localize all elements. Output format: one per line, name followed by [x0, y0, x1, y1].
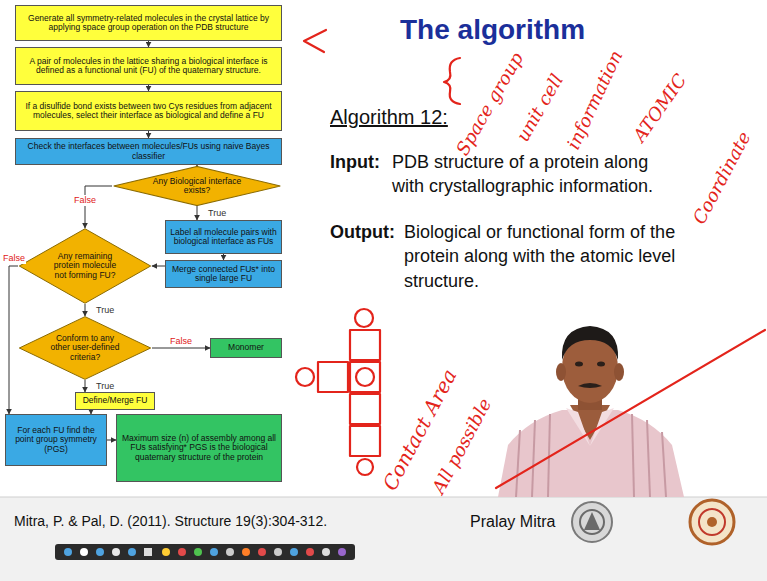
flow-arrow [85, 380, 86, 392]
node-label: For each FU find the point group symmetr… [10, 426, 102, 454]
node-label: Label all molecule pairs with biological… [170, 228, 277, 247]
flow-arrow [85, 304, 86, 316]
node-label: A pair of molecules in the lattice shari… [20, 57, 277, 76]
field-label: Output: [330, 220, 395, 244]
ink-square [350, 330, 380, 360]
node-text: Merge connected FUs* into single large F… [166, 263, 281, 286]
algorithm-heading: Algorithm 12: [330, 104, 448, 131]
ink-circle [355, 309, 373, 327]
node-text: Generate all symmetry-related molecules … [16, 12, 281, 35]
handwritten-note: Coordinate [687, 127, 756, 228]
node-label: Any Biological interface exists? [149, 177, 245, 196]
node-label: Conform to any other user-defined criter… [47, 334, 123, 362]
flow-arrow [152, 266, 165, 267]
handwritten-note: information [561, 47, 628, 154]
process-box: Generate all symmetry-related molecules … [15, 5, 282, 41]
process-box: If a disulfide bond exists between two C… [15, 91, 282, 131]
branch-label: False [73, 195, 97, 206]
ink-circle [296, 368, 314, 386]
handwritten-note: unit cell [511, 70, 569, 146]
node-text: Any Biological interface exists? [112, 177, 282, 196]
footer-band [0, 497, 767, 581]
process-box: Check the interfaces between molecules/F… [15, 138, 282, 165]
process-box: Define/Merge FU [75, 392, 155, 410]
handwritten-note: Space group [451, 48, 530, 160]
node-text: For each FU find the point group symmetr… [6, 424, 106, 456]
flow-arrow [152, 348, 210, 349]
node-text: Monomer [224, 341, 268, 354]
slide-title: The algorithm [400, 14, 585, 46]
node-text: A pair of molecules in the lattice shari… [16, 55, 281, 78]
node-text: Label all molecule pairs with biological… [166, 226, 281, 249]
ink-stroke [496, 330, 765, 488]
flow-arrow [148, 131, 149, 138]
ink-square [350, 426, 380, 456]
ink-square [318, 362, 348, 392]
process-box: For each FU find the point group symmetr… [5, 414, 107, 466]
node-text: Check the interfaces between molecules/F… [16, 140, 281, 163]
branch-label: True [207, 208, 227, 219]
iit-logo [572, 502, 612, 542]
ink-square [350, 394, 380, 424]
node-text: Define/Merge FU [79, 394, 152, 407]
node-text: Conform to any other user-defined criter… [18, 334, 152, 362]
flow-arrow [197, 206, 198, 220]
ink-circle [357, 459, 373, 475]
branch-label: True [95, 381, 115, 392]
flow-arrow [85, 186, 112, 228]
node-label: Maximum size (n) of assembly among all F… [121, 434, 277, 462]
field-text: PDB structure of a protein along with cr… [392, 150, 684, 199]
branch-label: True [95, 305, 115, 316]
ink-square [350, 362, 380, 392]
node-label: Generate all symmetry-related molecules … [20, 14, 277, 33]
flow-arrow [9, 266, 18, 414]
citation: Mitra, P. & Pal, D. (2011). Structure 19… [14, 512, 327, 531]
node-label: Merge connected FUs* into single large F… [170, 265, 277, 284]
ink-circle [356, 368, 374, 386]
node-text: If a disulfide bond exists between two C… [16, 100, 281, 123]
node-text: Any remaining protein molecule not formi… [18, 252, 152, 280]
presenter-name: Pralay Mitra [470, 511, 555, 533]
field-text: Biological or functional form of the pro… [404, 220, 694, 293]
ink-arrow [304, 30, 326, 52]
branch-label: False [2, 253, 26, 264]
decision-diamond: Any remaining protein molecule not formi… [18, 228, 152, 304]
video-toolbar [55, 544, 355, 560]
decision-diamond: Conform to any other user-defined criter… [18, 316, 152, 380]
node-label: If a disulfide bond exists between two C… [20, 102, 277, 121]
handwritten-note: ATOMIC [628, 69, 693, 147]
terminal-box: Maximum size (n) of assembly among all F… [116, 414, 282, 482]
field-label: Input: [330, 150, 380, 174]
node-text: Maximum size (n) of assembly among all F… [117, 432, 281, 464]
node-label: Define/Merge FU [83, 396, 148, 405]
process-box: Label all molecule pairs with biological… [165, 220, 282, 254]
flow-arrow [107, 440, 116, 441]
node-label: Monomer [228, 343, 264, 352]
terminal-box: Monomer [210, 338, 282, 358]
node-label: Any remaining protein molecule not formi… [47, 252, 123, 280]
ink-annotations [296, 30, 765, 488]
nptel-logo [690, 500, 734, 544]
node-label: Check the interfaces between molecules/F… [20, 142, 277, 161]
process-box: A pair of molecules in the lattice shari… [15, 47, 282, 85]
process-box: Merge connected FUs* into single large F… [165, 260, 282, 288]
decision-diamond: Any Biological interface exists? [112, 166, 282, 206]
flow-arrow [197, 165, 198, 166]
ink-brace [444, 58, 460, 104]
branch-label: False [169, 336, 193, 347]
